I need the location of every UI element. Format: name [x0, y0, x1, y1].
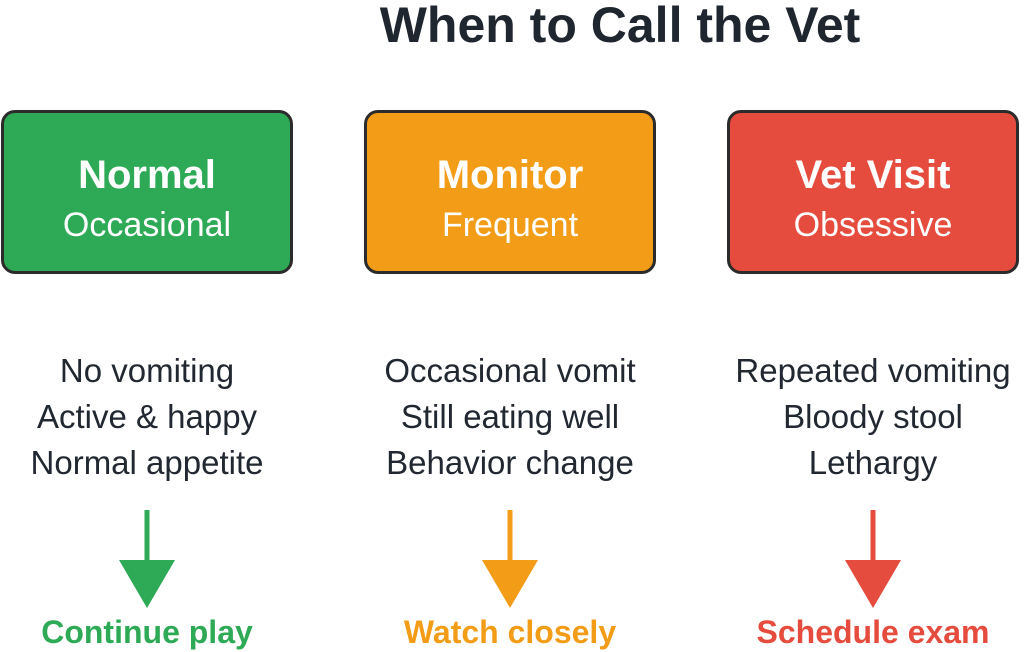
symptom-item: No vomiting [59, 352, 235, 389]
card-frequency: Obsessive [793, 206, 953, 244]
symptom-item: Lethargy [808, 444, 938, 481]
symptom-list: No vomiting Active & happy Normal appeti… [0, 348, 333, 486]
card-heading: Vet Visit [795, 153, 951, 197]
status-card-vet-visit: Vet Visit Obsessive [727, 110, 1019, 274]
card-frequency: Frequent [441, 206, 579, 244]
card-heading: Normal [78, 153, 216, 197]
symptom-item: Repeated vomiting [735, 352, 1011, 389]
status-card-normal: Normal Occasional [1, 110, 293, 274]
action-label: Continue play [41, 614, 253, 650]
symptom-item: Normal appetite [30, 444, 264, 481]
column-normal: Normal Occasional No vomiting Active & h… [1, 0, 293, 652]
page-title: When to Call the Vet [379, 0, 861, 53]
symptom-item: Still eating well [400, 398, 620, 435]
down-arrow-icon [845, 510, 901, 608]
column-vet-visit: Vet Visit Obsessive Repeated vomiting Bl… [727, 0, 1019, 652]
status-card-monitor: Monitor Frequent [364, 110, 656, 274]
action-label: Watch closely [403, 614, 617, 650]
down-arrow-icon [482, 510, 538, 608]
symptom-item: Bloody stool [783, 398, 963, 435]
action-label: Schedule exam [756, 614, 990, 650]
symptom-list: Occasional vomit Still eating well Behav… [324, 348, 696, 486]
symptom-item: Active & happy [36, 398, 258, 435]
card-heading: Monitor [436, 153, 584, 197]
card-frequency: Occasional [62, 206, 232, 244]
down-arrow-icon [119, 510, 175, 608]
column-monitor: Monitor Frequent Occasional vomit Still … [364, 0, 656, 652]
symptom-item: Behavior change [386, 444, 634, 481]
symptom-list: Repeated vomiting Bloody stool Lethargy [687, 348, 1024, 486]
symptom-item: Occasional vomit [384, 352, 636, 389]
